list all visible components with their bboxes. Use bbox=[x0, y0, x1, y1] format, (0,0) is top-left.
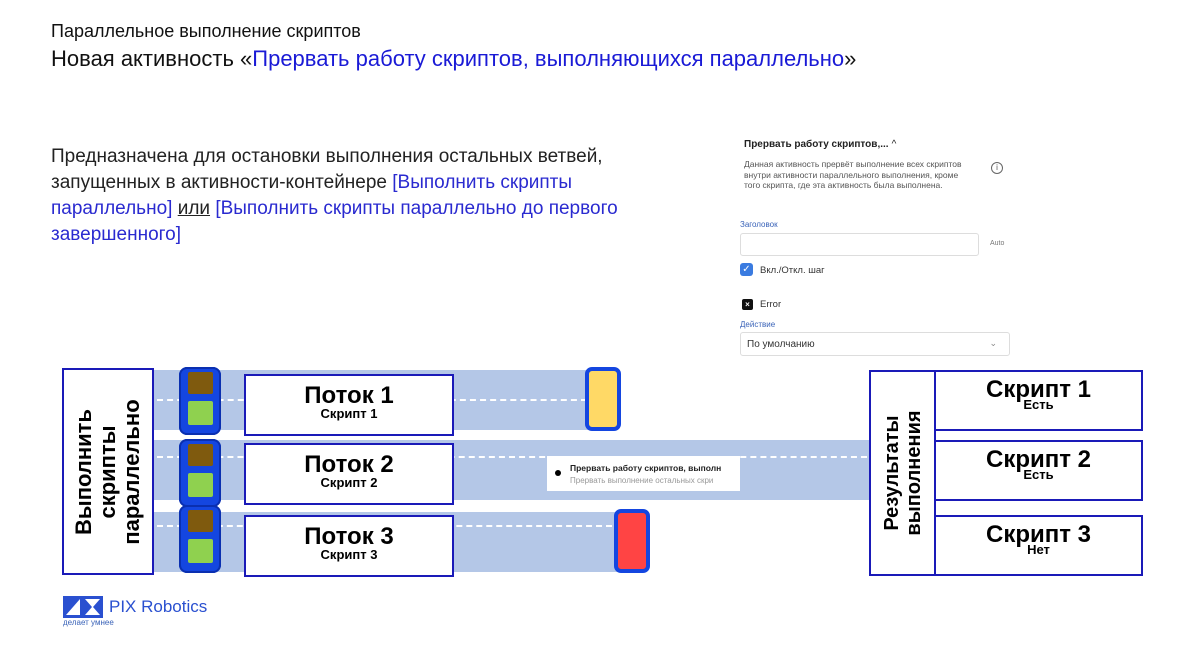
slide-title: Новая активность «Прервать работу скрипт… bbox=[51, 46, 856, 72]
properties-panel: Прервать работу скриптов,...^ Данная акт… bbox=[738, 132, 1023, 362]
action-select[interactable]: По умолчанию ⌄ bbox=[740, 332, 1010, 356]
panel-description: Данная активность прервёт выполнение все… bbox=[744, 159, 962, 190]
description-text: Предназначена для остановки выполнения о… bbox=[51, 146, 603, 193]
logo-tagline: делает умнее bbox=[63, 618, 114, 627]
abort-activity-subtitle: Прервать выполнение остальных скри bbox=[570, 476, 714, 485]
step-toggle-checkbox[interactable]: ✓ bbox=[740, 263, 753, 276]
panel-title[interactable]: Прервать работу скриптов,...^ bbox=[744, 139, 896, 150]
parallel-container-label: Выполнить скрипты параллельно bbox=[71, 398, 144, 545]
stream-1-script: Скрипт 1 bbox=[320, 406, 378, 421]
stream-1-title: Поток 1 bbox=[304, 382, 394, 409]
stream-2-box: Поток 2 Скрипт 2 bbox=[244, 443, 454, 505]
bullet-icon bbox=[555, 470, 561, 476]
abort-activity-title: Прервать работу скриптов, выполн bbox=[570, 463, 722, 473]
stream-3-box: Поток 3 Скрипт 3 bbox=[244, 515, 454, 577]
header-input[interactable] bbox=[740, 233, 979, 256]
action-field-label: Действие bbox=[740, 320, 776, 329]
step-toggle-label: Вкл./Откл. шаг bbox=[760, 265, 825, 276]
result-2-box: Скрипт 2 Есть bbox=[934, 440, 1143, 501]
stream-1-box: Поток 1 Скрипт 1 bbox=[244, 374, 454, 436]
result-3-script: Скрипт 3 bbox=[985, 521, 1092, 548]
action-select-value: По умолчанию bbox=[747, 339, 815, 350]
abort-activity-card[interactable]: Прервать работу скриптов, выполн Прерват… bbox=[547, 456, 740, 491]
stream-2-script: Скрипт 2 bbox=[320, 475, 378, 490]
pix-logo-icon bbox=[63, 596, 103, 618]
results-container-label: Результаты выполнения bbox=[880, 410, 925, 536]
result-1-script: Скрипт 1 bbox=[985, 376, 1092, 403]
result-3-status: Нет bbox=[1027, 542, 1050, 557]
result-1-box: Скрипт 1 Есть bbox=[934, 370, 1143, 431]
title-suffix: » bbox=[844, 46, 857, 71]
panel-title-text: Прервать работу скриптов,... bbox=[744, 139, 889, 150]
slide-subtitle: Параллельное выполнение скриптов bbox=[51, 21, 361, 41]
stream-3-switch-icon bbox=[179, 505, 221, 573]
chevron-up-icon[interactable]: ^ bbox=[891, 139, 897, 150]
stream-1-switch-icon bbox=[179, 367, 221, 435]
result-2-status: Есть bbox=[1023, 467, 1054, 482]
logo-name: PIX Robotics bbox=[109, 597, 208, 616]
error-icon: × bbox=[742, 299, 753, 310]
description: Предназначена для остановки выполнения о… bbox=[51, 144, 691, 248]
stream-1-end-marker bbox=[585, 367, 621, 431]
stream-3-title: Поток 3 bbox=[304, 523, 394, 550]
separator-or: или bbox=[177, 198, 211, 219]
header-field-label: Заголовок bbox=[740, 220, 778, 229]
auto-button[interactable]: Auto bbox=[990, 240, 1005, 247]
error-label[interactable]: Error bbox=[760, 299, 782, 310]
parallel-container-box: Выполнить скрипты параллельно bbox=[62, 368, 154, 575]
chevron-down-icon: ⌄ bbox=[989, 338, 997, 348]
result-2-script: Скрипт 2 bbox=[985, 446, 1092, 473]
stream-2-switch-icon bbox=[179, 439, 221, 507]
stream-3-script: Скрипт 3 bbox=[320, 547, 378, 562]
link-parallel: [Выполнить скрипты параллельно] bbox=[51, 172, 573, 219]
lane-2-dashline bbox=[157, 456, 867, 458]
link-parallel-first: [Выполнить скрипты параллельно до первог… bbox=[51, 198, 618, 245]
title-accent: Прервать работу скриптов, выполняющихся … bbox=[252, 46, 845, 71]
results-container-box: Результаты выполнения bbox=[869, 370, 936, 576]
result-1-status: Есть bbox=[1023, 397, 1054, 412]
title-prefix: Новая активность « bbox=[51, 46, 253, 71]
info-icon[interactable]: i bbox=[991, 162, 1003, 174]
result-3-box: Скрипт 3 Нет bbox=[934, 515, 1143, 576]
stream-2-title: Поток 2 bbox=[304, 451, 394, 478]
stream-3-end-marker bbox=[614, 509, 650, 573]
